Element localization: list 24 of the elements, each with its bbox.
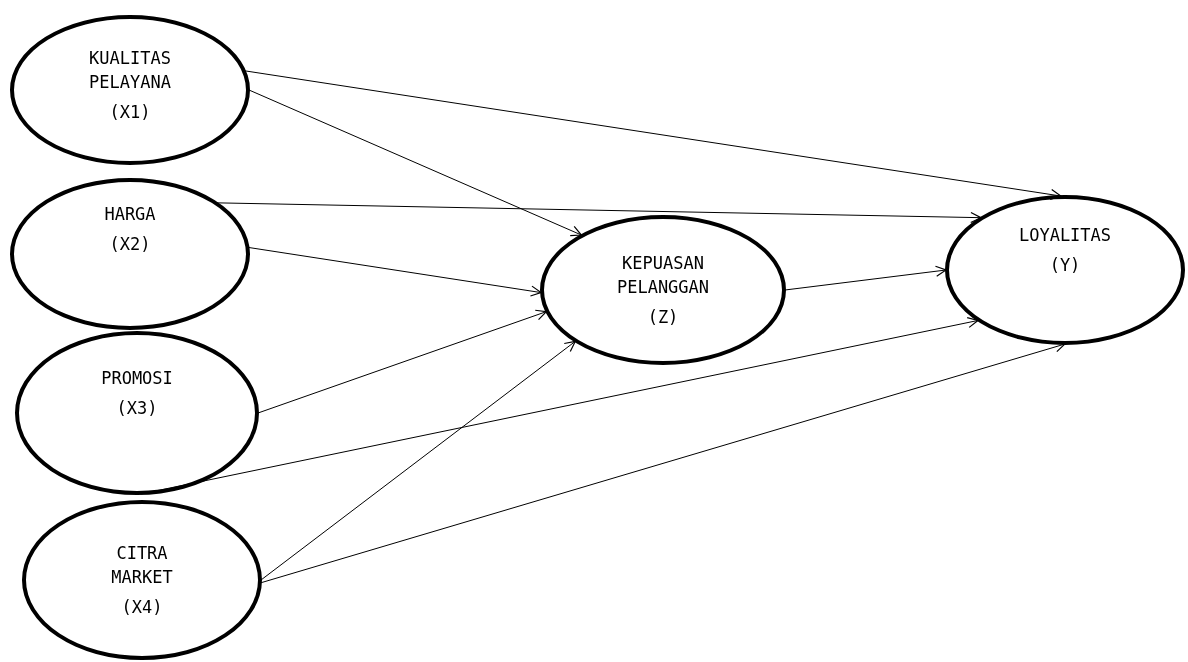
- variable-ellipse: [22, 500, 262, 660]
- variable-label: (X4): [121, 596, 163, 619]
- variable-label: PROMOSI: [101, 367, 173, 390]
- arrow: [216, 202, 982, 224]
- arrow: [784, 265, 947, 291]
- variable-label: LOYALITAS: [1018, 224, 1112, 247]
- variable-label: (X1): [109, 101, 151, 124]
- arrow: [248, 89, 582, 237]
- variable-label: HARGA: [104, 203, 156, 226]
- variable-label: (Y): [1049, 254, 1081, 277]
- variable-ellipse: [540, 215, 786, 365]
- variable-ellipse: [15, 331, 259, 495]
- variable-label: (X3): [116, 397, 158, 420]
- variable-label: KUALITAS PELAYANA: [88, 47, 172, 94]
- variable-label: CITRA MARKET: [110, 542, 174, 589]
- variable-label: KEPUASAN PELANGGAN: [615, 252, 711, 299]
- variable-label: (Z): [647, 306, 679, 329]
- arrow: [260, 340, 576, 581]
- arrow: [257, 309, 547, 414]
- arrow: [248, 246, 542, 297]
- variable-ellipse: [10, 178, 250, 330]
- variable-ellipse: [10, 15, 250, 165]
- variable-ellipse: [945, 195, 1185, 345]
- variable-label: (X2): [109, 233, 151, 256]
